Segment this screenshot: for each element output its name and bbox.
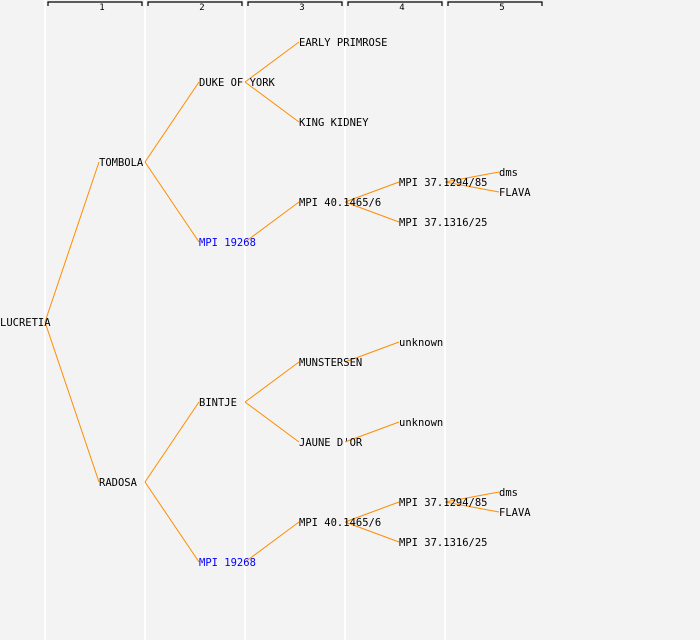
pedigree-node: MPI 37.1294/85 [399,177,488,189]
connector-line [244,521,300,563]
header-bracket [347,1,443,6]
pedigree-node: MUNSTERSEN [299,357,362,369]
connector-line [344,201,400,223]
pedigree-node: MPI 40.1465/6 [299,517,381,529]
pedigree-node-link[interactable]: MPI 19268 [199,557,256,569]
pedigree-node: FLAVA [499,187,531,199]
connector-line [144,481,200,563]
pedigree-node: MPI 37.1294/85 [399,497,488,509]
connector-line [244,401,300,443]
generation-header: 5 [447,1,543,13]
connector-line [244,81,300,123]
pedigree-node: JAUNE D'OR [299,437,363,449]
pedigree-node: unknown [399,417,443,429]
connector-line [144,161,200,243]
pedigree-node: RADOSA [99,477,138,489]
pedigree-node: dms [499,487,518,499]
generation-label: 3 [299,3,304,13]
connector-line [144,401,200,483]
pedigree-node: KING KIDNEY [299,117,369,129]
pedigree-node: TOMBOLA [99,157,144,169]
pedigree-node: MPI 40.1465/6 [299,197,381,209]
connector-line [44,161,100,323]
generation-label: 4 [399,3,404,13]
pedigree-node: DUKE OF YORK [199,77,276,89]
connector-line [344,341,400,363]
connector-line [444,501,500,513]
pedigree-node: unknown [399,337,443,349]
connector-line [344,181,400,203]
connector-line [244,201,300,243]
connector-line [244,361,300,403]
generation-label: 2 [199,3,204,13]
connector-line [344,421,400,443]
connector-line [144,81,200,163]
connector-line [444,181,500,193]
connector-line [344,501,400,523]
pedigree-node: EARLY PRIMROSE [299,37,388,49]
generation-header: 2 [147,1,243,13]
node-labels: LUCRETIA TOMBOLA DUKE OF YORK EARLY PRIMROS… [0,37,531,569]
header-bracket [147,1,243,6]
generation-header: 1 [47,1,143,13]
header-bracket [47,1,143,6]
connector-line [444,171,500,183]
pedigree-node: MPI 37.1316/25 [399,537,488,549]
pedigree-node: FLAVA [499,507,531,519]
connector-line [44,321,100,483]
pedigree-node: MPI 37.1316/25 [399,217,488,229]
pedigree-node: BINTJE [199,397,237,409]
header-bracket [447,1,543,6]
pedigree-node: dms [499,167,518,179]
connector-lines [44,41,500,563]
connector-line [244,41,300,83]
connector-line [344,521,400,543]
pedigree-node-link[interactable]: MPI 19268 [199,237,256,249]
generation-header: 3 [247,1,343,13]
pedigree-node: LUCRETIA [0,317,51,329]
header-bracket [247,1,343,6]
connector-line [444,491,500,503]
generation-label: 5 [499,3,504,13]
generation-label: 1 [99,3,104,13]
generation-header: 4 [347,1,443,13]
